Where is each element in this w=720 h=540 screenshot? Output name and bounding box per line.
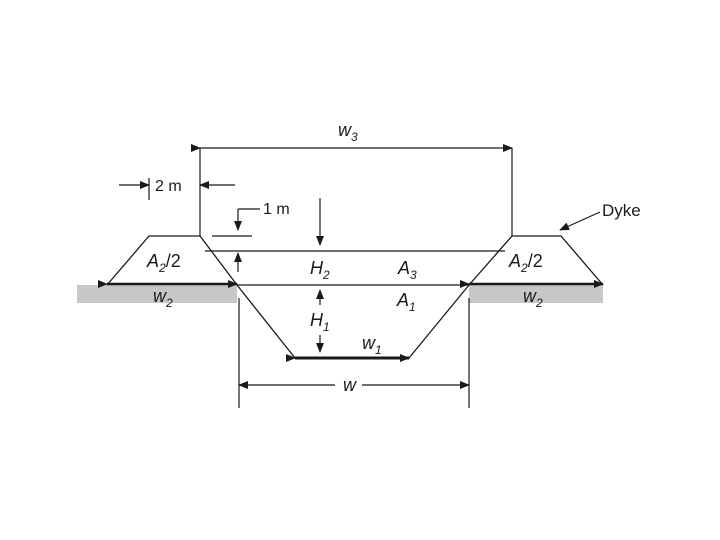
h2-label: H2	[310, 258, 330, 282]
dyke-pointer-arrow	[559, 211, 601, 231]
a3-label: A3	[397, 258, 417, 282]
a2-left-label: A2/2	[146, 251, 181, 275]
dyke-label: Dyke	[602, 201, 641, 220]
right-dyke-outline	[468, 235, 604, 286]
w-label: w	[343, 375, 357, 395]
w2-left-label: w2	[153, 286, 173, 310]
two-m-label: 2 m	[155, 178, 182, 195]
w2-right-label: w2	[523, 286, 543, 310]
w3-label: w3	[338, 120, 358, 144]
ground-left	[77, 285, 237, 303]
ground-right	[469, 285, 603, 303]
one-m-label: 1 m	[263, 201, 290, 218]
canal-bed-outline	[236, 284, 470, 359]
w1-label: w1	[362, 333, 382, 357]
left-dyke-outline	[106, 235, 238, 286]
a2-right-label: A2/2	[508, 251, 543, 275]
a1-label: A1	[396, 290, 416, 314]
h1-label: H1	[310, 310, 330, 334]
